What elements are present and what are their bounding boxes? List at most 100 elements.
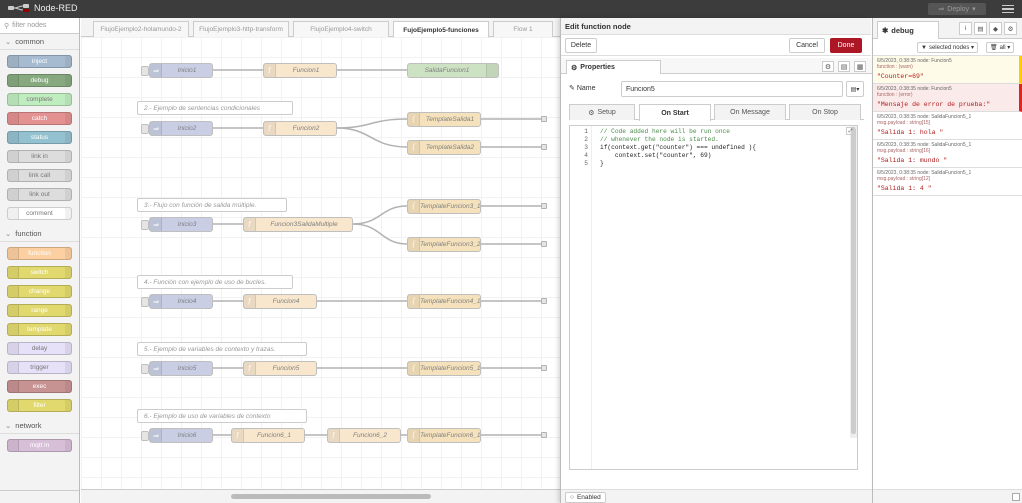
workspace-scrollbar[interactable] (81, 489, 561, 503)
icon-picker-button[interactable]: ▤▾ (846, 81, 864, 97)
comment-node[interactable]: 6.- Ejemplo de uso de variables de conte… (137, 409, 307, 423)
palette-category-1[interactable]: ⌄function (0, 226, 79, 242)
template-node[interactable]: {TemplateFuncion3_1 (407, 199, 481, 214)
palette-node[interactable]: template (7, 323, 72, 336)
template-node[interactable]: {TemplateFuncion4_1 (407, 294, 481, 309)
expand-editor-icon[interactable]: ⤢ (846, 127, 855, 135)
comment-node[interactable]: 3.- Flujo con función de salida múltiple… (137, 198, 287, 212)
inject-trigger-button[interactable] (141, 297, 149, 307)
tab-flujo5[interactable]: FujoEjemplo5-funciones (393, 21, 489, 38)
settings-gear-icon[interactable]: ⚙ (822, 61, 834, 72)
scrollbar-thumb[interactable] (231, 494, 431, 499)
enabled-toggle[interactable]: ○Enabled (565, 492, 606, 503)
inject-node[interactable]: ⇒Inicio1 (141, 63, 213, 78)
debug-message[interactable]: 6/5/2023, 0:38:35 node: SalidaFuncion5_1… (873, 140, 1022, 168)
template-node[interactable]: {TemplateFuncion6_1 (407, 428, 481, 443)
context-gear-icon[interactable]: ⚙ (1004, 22, 1017, 35)
tab-flujo4[interactable]: FlujoEjemplo4-switch (293, 21, 389, 37)
node-label: TemplateFuncion4_1 (420, 298, 480, 305)
palette-filter-input[interactable]: ⚲ filter nodes (0, 18, 79, 34)
template-node[interactable]: {TemplateFuncion3_2 (407, 237, 481, 252)
palette-node[interactable]: filter (7, 399, 72, 412)
palette-node[interactable]: link out (7, 188, 72, 201)
tab-flujo3[interactable]: FlujoEjemplo3-http-transform (193, 21, 289, 37)
tab-on-stop[interactable]: On Stop (789, 104, 861, 120)
chevron-down-icon[interactable]: ▾ (972, 6, 976, 13)
palette-node[interactable]: comment (7, 207, 72, 220)
deploy-button[interactable]: ⇒ Deploy ▾ (928, 3, 986, 15)
tab-on-message[interactable]: On Message (714, 104, 786, 120)
name-input[interactable] (621, 81, 843, 97)
palette-node[interactable]: debug (7, 74, 72, 87)
inject-node[interactable]: ⇒Inicio6 (141, 428, 213, 443)
config-nodes-icon[interactable]: ◆ (989, 22, 1002, 35)
clear-log-dropdown[interactable]: 🗑all ▾ (986, 42, 1015, 53)
palette-node[interactable]: catch (7, 112, 72, 125)
main-menu-icon[interactable] (1002, 3, 1014, 15)
debug-message[interactable]: 6/5/2023, 0:38:35 node: SalidaFuncion5_1… (873, 112, 1022, 140)
tab-on-start[interactable]: On Start (639, 104, 711, 121)
resize-icon[interactable] (1012, 493, 1020, 501)
appearance-icon[interactable]: ▦ (854, 61, 866, 72)
template-node[interactable]: {TemplateFuncion5_1 (407, 361, 481, 376)
filter-nodes-dropdown[interactable]: ▼selected nodes ▾ (917, 42, 979, 53)
palette-node[interactable]: complete (7, 93, 72, 106)
description-icon[interactable]: ▤ (838, 61, 850, 72)
palette-node[interactable]: trigger (7, 361, 72, 374)
debug-toggle-icon[interactable] (486, 64, 498, 77)
tab-debug[interactable]: ✱debug (877, 21, 939, 39)
properties-tab[interactable]: ⚙Properties (566, 60, 661, 74)
tab-setup[interactable]: ⚙Setup (569, 104, 635, 120)
inject-trigger-button[interactable] (141, 220, 149, 230)
tab-flow1[interactable]: Flow 1 (493, 21, 553, 37)
palette-node[interactable]: delay (7, 342, 72, 355)
palette-node[interactable]: change (7, 285, 72, 298)
template-node[interactable]: {TemplateSalida2 (407, 140, 481, 155)
inject-trigger-button[interactable] (141, 66, 149, 76)
code-editor[interactable]: 1 2 3 4 5 // Code added here will be run… (569, 125, 858, 470)
delete-button[interactable]: Delete (565, 38, 597, 53)
inject-trigger-button[interactable] (141, 431, 149, 441)
palette-node[interactable]: exec (7, 380, 72, 393)
inject-node[interactable]: ⇒Inicio3 (141, 217, 213, 232)
palette-node[interactable]: mqtt in (7, 439, 72, 452)
debug-message[interactable]: 6/5/2023, 0:38:35 node: SalidaFuncion5_1… (873, 168, 1022, 196)
palette-node[interactable]: link call (7, 169, 72, 182)
cancel-button[interactable]: Cancel (789, 38, 825, 53)
inject-node[interactable]: ⇒Inicio2 (141, 121, 213, 136)
palette-category-2[interactable]: ⌄network (0, 418, 79, 434)
palette-node[interactable]: range (7, 304, 72, 317)
inject-trigger-button[interactable] (141, 124, 149, 134)
comment-node[interactable]: 5.- Ejemplo de variables de contexto y t… (137, 342, 307, 356)
comment-node[interactable]: 4.- Función con ejemplo de uso de bucles… (137, 275, 293, 289)
code-scrollbar[interactable] (850, 126, 857, 438)
info-icon[interactable]: i (959, 22, 972, 35)
node-type-icon (8, 343, 19, 354)
debug-node[interactable]: SalidaFuncion1 (407, 63, 499, 78)
palette-node[interactable]: inject (7, 55, 72, 68)
done-button[interactable]: Done (830, 38, 862, 53)
palette-node[interactable]: switch (7, 266, 72, 279)
template-node[interactable]: {TemplateSalida1 (407, 112, 481, 127)
tab-flujo2[interactable]: FlujoEjemplo2-holamundo-2 (93, 21, 189, 37)
palette-category-0[interactable]: ⌄common (0, 34, 79, 50)
palette-node[interactable]: link in (7, 150, 72, 163)
inject-trigger-button[interactable] (141, 364, 149, 374)
inject-node[interactable]: ⇒Inicio4 (141, 294, 213, 309)
comment-node[interactable]: 2.- Ejemplo de sentencias condicionales (137, 101, 293, 115)
inject-node[interactable]: ⇒Inicio5 (141, 361, 213, 376)
palette-node[interactable]: status (7, 131, 72, 144)
help-book-icon[interactable]: ▤ (974, 22, 987, 35)
app-header: Node-RED ⇒ Deploy ▾ (0, 0, 1022, 18)
flow-canvas[interactable]: 2.- Ejemplo de sentencias condicionales … (81, 37, 561, 503)
palette-node[interactable]: function (7, 247, 72, 260)
